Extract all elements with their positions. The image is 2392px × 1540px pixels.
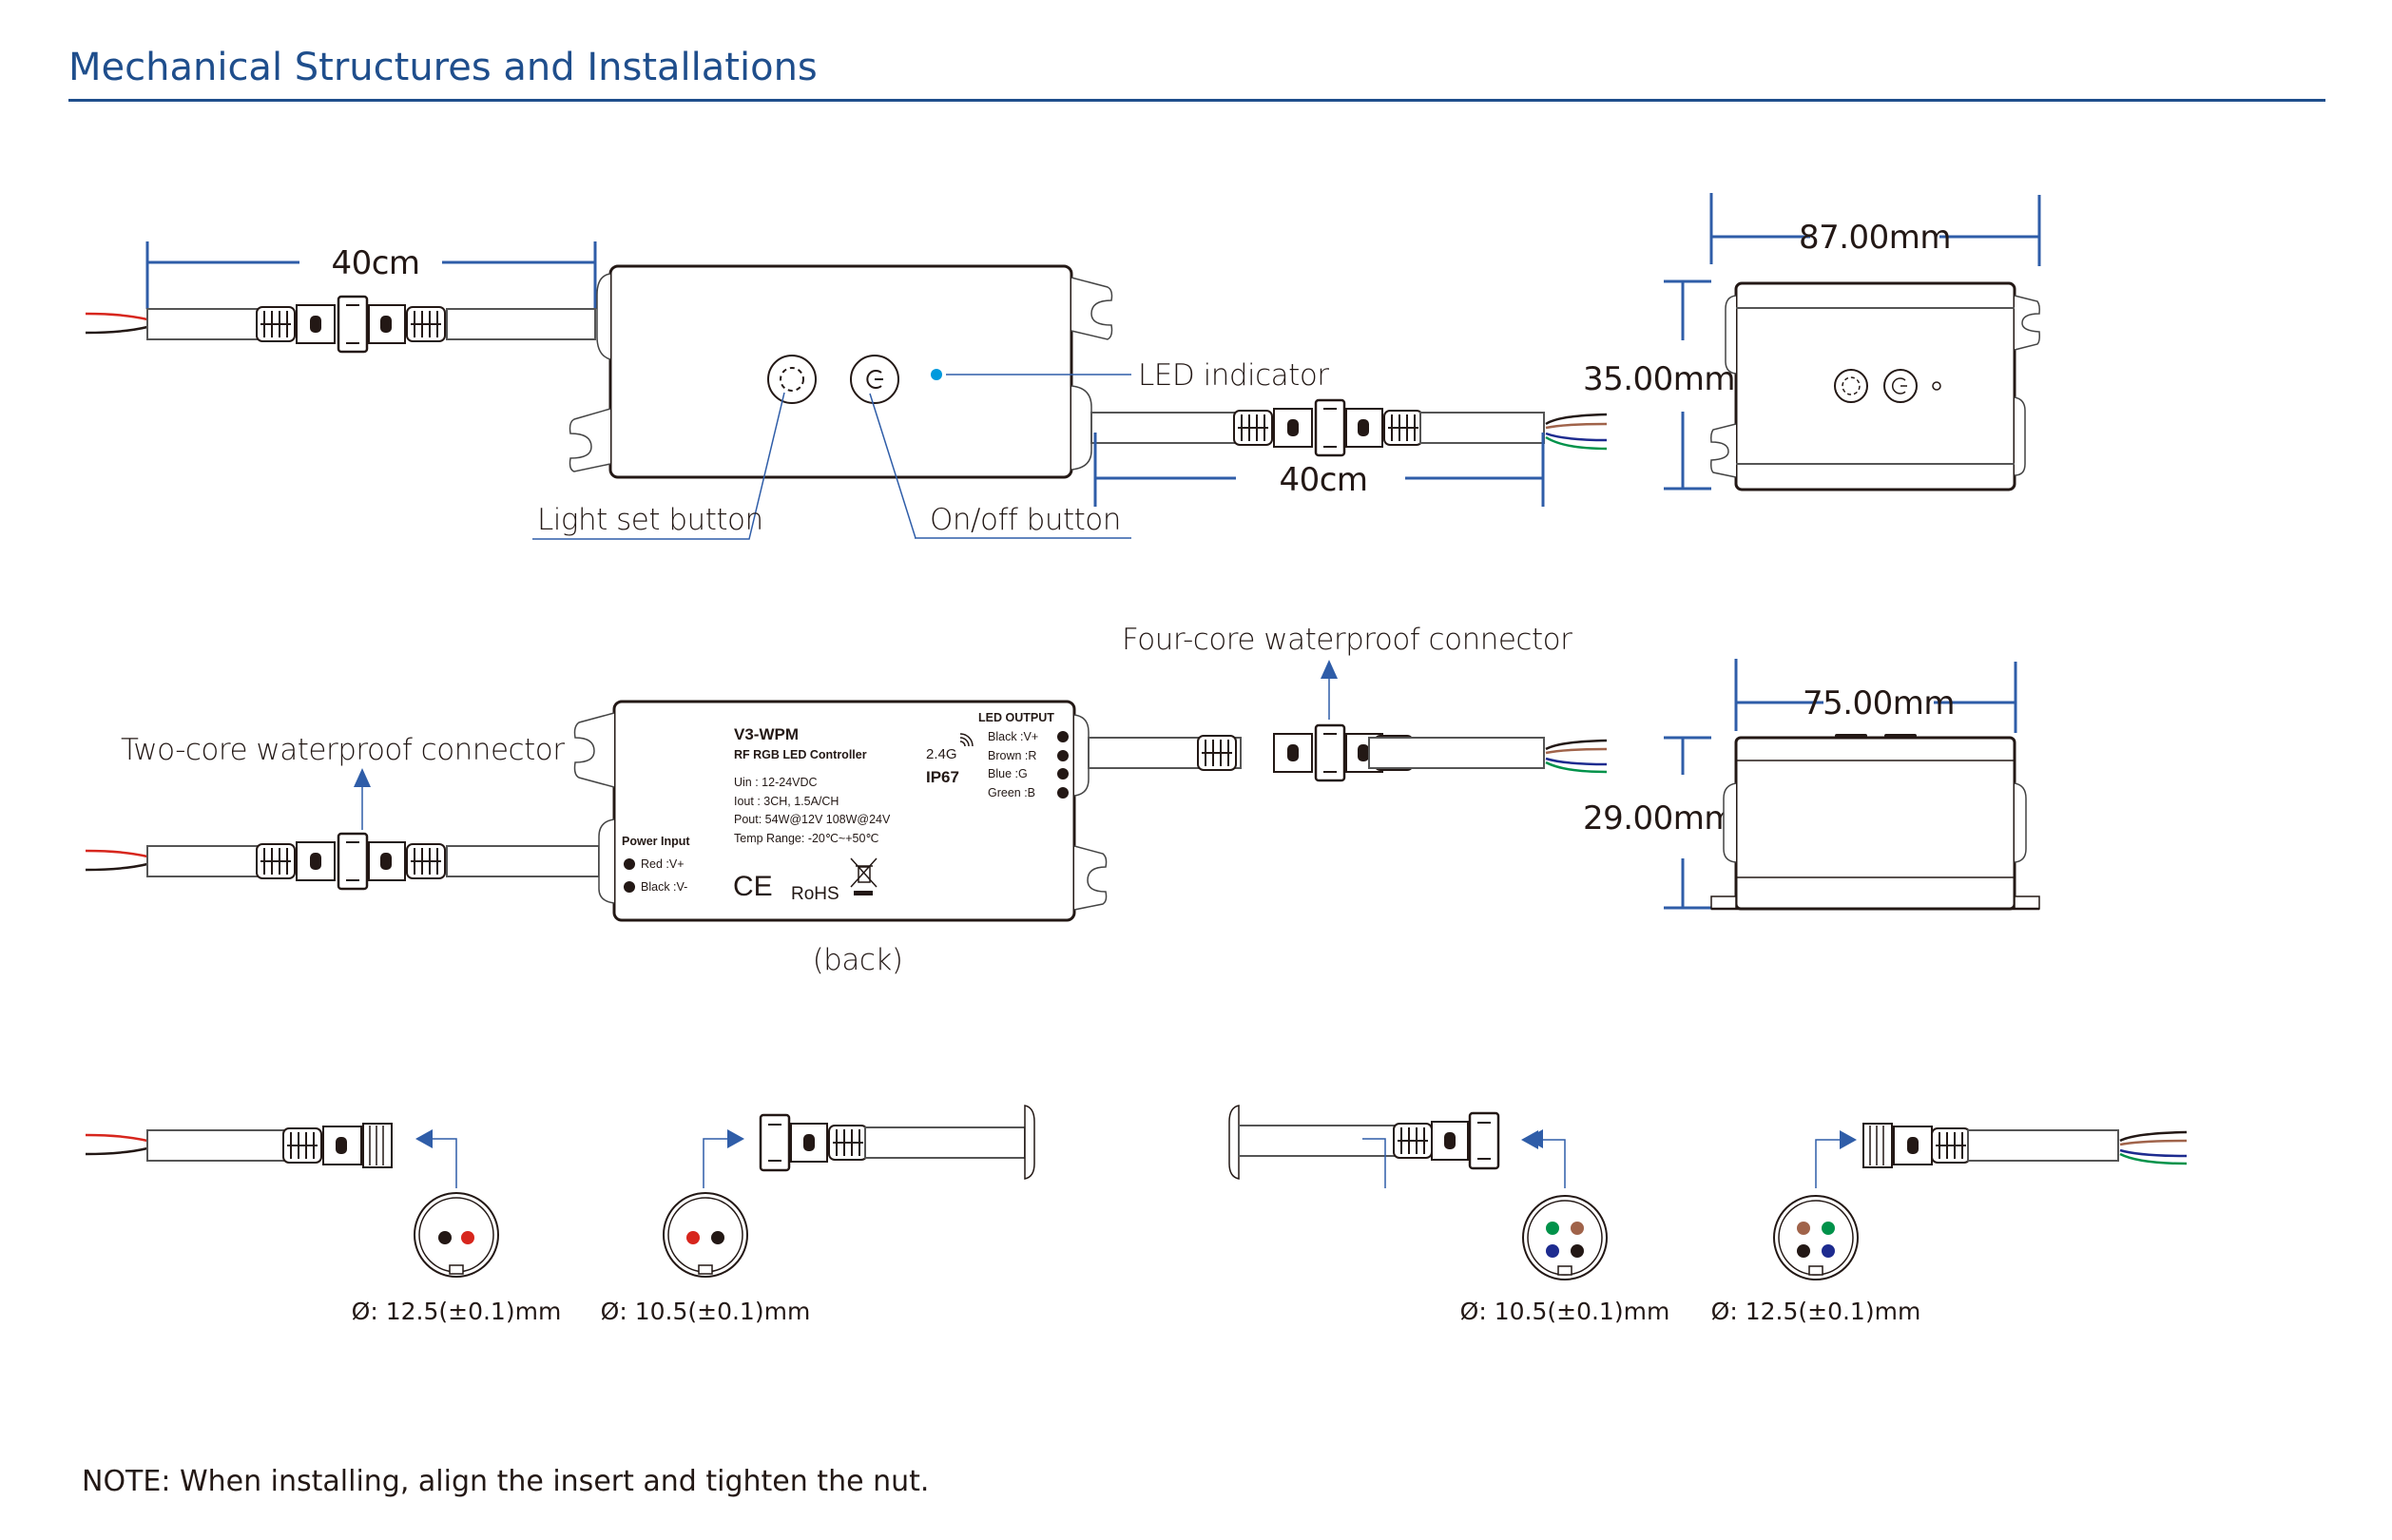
rf-label: 2.4G	[926, 746, 957, 762]
led-indicator-label: LED indicator	[1138, 358, 1329, 393]
front-view: 40cm LED indicator Light	[85, 241, 1608, 540]
diameter-label: Ø: 12.5(±0.1)mm	[1711, 1298, 1921, 1325]
controller-back-body	[612, 700, 1076, 922]
led-indicator-dot	[931, 369, 942, 380]
back-caption: (back)	[813, 943, 903, 977]
side-view-height: 29.00mm	[1583, 799, 1735, 837]
diameter-label: Ø: 10.5(±0.1)mm	[601, 1298, 811, 1325]
top-view: 87.00mm 35.00mm	[1583, 193, 2041, 491]
diameter-label: Ø: 10.5(±0.1)mm	[1460, 1298, 1670, 1325]
on-off-button[interactable]	[850, 355, 899, 404]
terminal-dot	[1057, 768, 1069, 780]
pin-face-two-core-female	[663, 1192, 748, 1278]
two-core-female-socket	[759, 1105, 1035, 1180]
top-led-indicator	[1932, 381, 1941, 391]
led-output-title: LED OUTPUT	[978, 711, 1054, 724]
led-output-list: Black :V+ Brown :R Blue :G Green :B	[988, 730, 1069, 799]
pin-black	[1571, 1244, 1584, 1258]
led-output-row: Green :B	[988, 786, 1035, 799]
terminal-dot	[1057, 750, 1069, 761]
top-light-set-button	[1834, 369, 1868, 403]
wire-red	[85, 312, 148, 321]
side-view-width: 75.00mm	[1803, 684, 1955, 722]
light-set-button[interactable]	[767, 355, 817, 404]
power-input-list: Red :V+ Black :V-	[624, 857, 687, 894]
pin-black	[1797, 1244, 1810, 1258]
spec-uin: Uin : 12-24VDC	[734, 776, 818, 789]
pin-black	[438, 1231, 452, 1244]
four-core-connector-back	[1272, 723, 1384, 782]
led-output-row: Blue :G	[988, 767, 1028, 780]
cable-left-dimension: 40cm	[145, 241, 597, 309]
two-core-connector-front	[295, 295, 407, 354]
spec-pout: Pout: 54W@12V 108W@24V	[734, 813, 891, 826]
pin-face-four-core-female	[1522, 1195, 1608, 1280]
cable-right	[1090, 412, 1244, 444]
top-view-height: 35.00mm	[1583, 360, 1735, 398]
controller-front-body	[608, 264, 1073, 479]
two-core-connector-back	[295, 832, 407, 891]
two-core-male-plug	[85, 1123, 393, 1168]
pin-black	[711, 1231, 724, 1244]
pin-face-two-core-male	[414, 1192, 499, 1278]
four-core-connector-label: Four-core waterproof connector	[1122, 623, 1572, 657]
power-input-title: Power Input	[622, 835, 690, 848]
pin-brown	[1797, 1222, 1810, 1235]
cable-right-dimension: 40cm	[1093, 433, 1545, 507]
on-off-button-label: On/off button	[930, 503, 1121, 537]
installation-note: NOTE: When installing, align the insert …	[82, 1465, 929, 1498]
cable-left	[146, 308, 262, 340]
pin-red	[686, 1231, 700, 1244]
spec-iout: Iout : 3CH, 1.5A/CH	[734, 795, 839, 808]
pin-green	[1546, 1222, 1559, 1235]
pin-blue	[1546, 1244, 1559, 1258]
four-core-male-plug	[1862, 1123, 2188, 1168]
product-name: RF RGB LED Controller	[734, 748, 867, 761]
wire-black	[85, 325, 148, 335]
connector-details: Ø: 12.5(±0.1)mm Ø: 10.5(±0.1)mm	[85, 1105, 2188, 1325]
four-core-connector-front	[1272, 398, 1384, 457]
light-set-button-label: Light set button	[537, 503, 763, 537]
terminal-dot	[1057, 787, 1069, 799]
top-on-off-button	[1883, 369, 1918, 403]
power-input-row: Black :V-	[641, 880, 687, 894]
power-input-row: Red :V+	[641, 857, 685, 871]
led-output-row: Brown :R	[988, 749, 1036, 762]
top-view-width: 87.00mm	[1799, 219, 1951, 257]
side-view: 75.00mm 29.00mm	[1583, 659, 2040, 911]
wireless-icon	[959, 733, 974, 747]
ip-rating: IP67	[926, 768, 959, 786]
page-title: Mechanical Structures and Installations	[68, 46, 818, 89]
two-core-connector-label: Two-core waterproof connector	[121, 733, 565, 767]
diameter-label: Ø: 12.5(±0.1)mm	[352, 1298, 562, 1325]
pin-green	[1822, 1222, 1835, 1235]
pin-brown	[1571, 1222, 1584, 1235]
model-name: V3-WPM	[734, 725, 799, 743]
four-core-female-socket	[1228, 1105, 1500, 1180]
terminal-dot	[624, 881, 635, 893]
cable-length-right: 40cm	[1279, 461, 1367, 499]
spec-temp-range: Temp Range: -20℃~+50℃	[734, 832, 878, 845]
pin-face-four-core-male	[1773, 1195, 1859, 1280]
led-output-row: Black :V+	[988, 730, 1038, 743]
pin-blue	[1822, 1244, 1835, 1258]
ce-mark: CE	[733, 871, 773, 902]
terminal-dot	[624, 858, 635, 870]
weee-bin-icon	[850, 857, 878, 895]
back-view: Two-core waterproof connector V3-WPM RF …	[85, 623, 1608, 977]
terminal-dot	[1057, 731, 1069, 742]
pin-red	[461, 1231, 474, 1244]
rohs-mark: RoHS	[791, 884, 839, 904]
title-rule	[68, 99, 2325, 102]
cable-length-left: 40cm	[331, 244, 419, 282]
